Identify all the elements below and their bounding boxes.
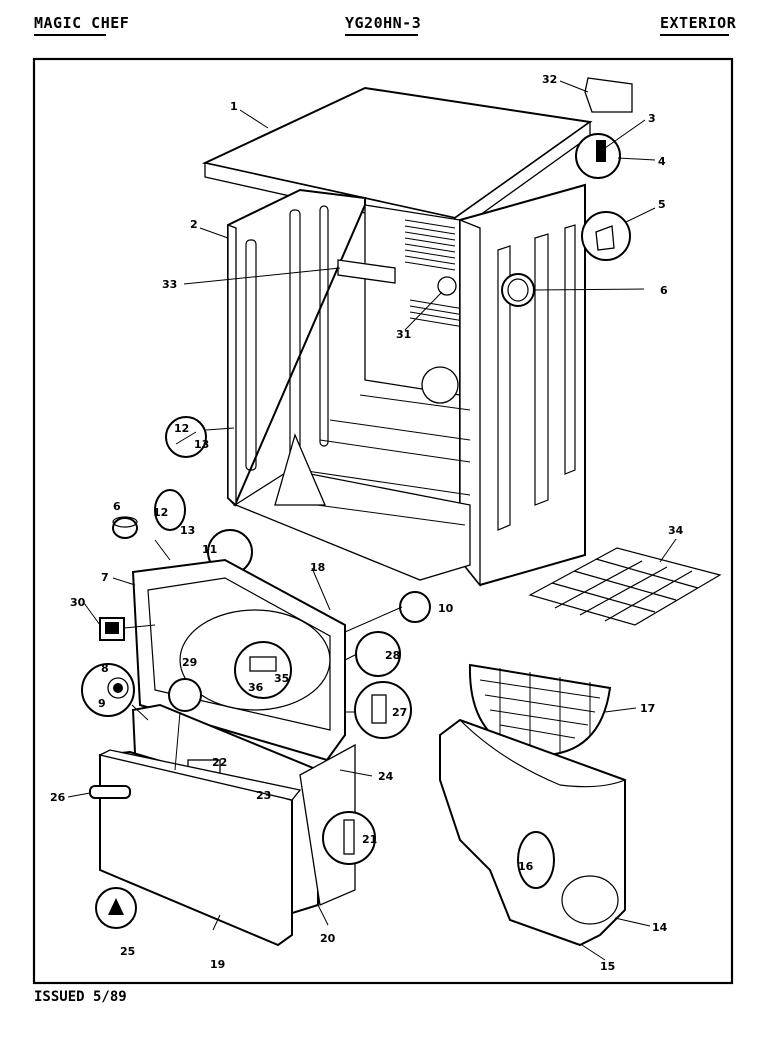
lint-screen-mesh <box>479 668 601 752</box>
callout-13-upper: 13 <box>194 438 209 451</box>
door-opening <box>179 609 331 711</box>
callout-labels: 1 2 3 4 5 6 31 32 33 12 13 6 12 13 11 18… <box>50 73 684 973</box>
detail-bolt-12-13 <box>154 489 186 531</box>
callout-17: 17 <box>640 702 655 715</box>
part-32-bracket <box>584 77 633 113</box>
detail-circle-12-13 <box>165 416 207 458</box>
callout-18-upper: 18 <box>310 561 325 574</box>
callout-25: 25 <box>120 945 135 958</box>
side-ribs <box>245 205 576 531</box>
part-34-drying-rack <box>528 547 722 626</box>
duct-outlet <box>561 875 619 925</box>
callout-8: 8 <box>101 662 109 675</box>
part-26-handle <box>89 785 131 799</box>
callout-2: 2 <box>190 218 198 231</box>
callout-31: 31 <box>396 328 411 341</box>
callout-29: 29 <box>182 656 197 669</box>
cabinet-base <box>232 469 471 581</box>
rear-bracket <box>337 259 396 284</box>
callout-21: 21 <box>362 833 377 846</box>
callout-6: 6 <box>660 284 668 297</box>
callout-6-lower: 6 <box>113 500 121 513</box>
callout-34: 34 <box>668 524 684 537</box>
callout-32: 32 <box>542 73 557 86</box>
front-frame-inner <box>147 577 331 731</box>
callout-12-lower: 12 <box>153 506 168 519</box>
back-exhaust-opening <box>421 366 459 404</box>
callout-10: 10 <box>438 602 454 615</box>
callout-1: 1 <box>230 100 238 113</box>
callout-23: 23 <box>256 789 271 802</box>
section-underline <box>660 34 729 36</box>
callout-12-upper: 12 <box>174 422 189 435</box>
callout-3: 3 <box>648 112 656 125</box>
model-underline <box>345 34 418 36</box>
callout-15: 15 <box>600 960 615 973</box>
detail-circle-16 <box>517 831 555 889</box>
door-outer-panel <box>99 750 293 947</box>
detail-circle-10 <box>399 591 431 623</box>
blower-opening <box>437 276 457 296</box>
diagram-frame <box>32 57 734 985</box>
callout-30: 30 <box>70 596 86 609</box>
callout-11: 11 <box>202 543 217 556</box>
detail-circle-29 <box>168 678 202 712</box>
callout-24: 24 <box>378 770 394 783</box>
front-panel-assembly <box>81 489 431 947</box>
section-header: EXTERIOR <box>660 14 737 32</box>
callout-14: 14 <box>652 921 668 934</box>
callout-28: 28 <box>385 649 400 662</box>
callout-22: 22 <box>212 756 227 769</box>
base-support-cone <box>274 433 326 506</box>
part-6-knob <box>112 517 138 539</box>
brand-underline <box>34 34 106 36</box>
callout-19: 19 <box>210 958 225 971</box>
callout-20: 20 <box>320 932 336 945</box>
callout-4: 4 <box>658 155 666 168</box>
issued-date: ISSUED 5/89 <box>34 989 127 1005</box>
callout-7: 7 <box>101 571 109 584</box>
model-header: YG20HN-3 <box>345 14 422 32</box>
callout-33: 33 <box>162 278 177 291</box>
callout-27: 27 <box>392 706 407 719</box>
callout-5: 5 <box>658 198 666 211</box>
brand-header: MAGIC CHEF <box>34 14 130 32</box>
callout-9: 9 <box>98 697 106 710</box>
cabinet-assembly <box>201 86 593 587</box>
callout-35: 35 <box>274 672 289 685</box>
callout-26: 26 <box>50 791 66 804</box>
callout-13-lower: 13 <box>180 524 195 537</box>
callout-16: 16 <box>518 860 534 873</box>
top-panel <box>201 86 593 220</box>
callout-36: 36 <box>248 681 264 694</box>
leader-lines <box>67 80 677 961</box>
